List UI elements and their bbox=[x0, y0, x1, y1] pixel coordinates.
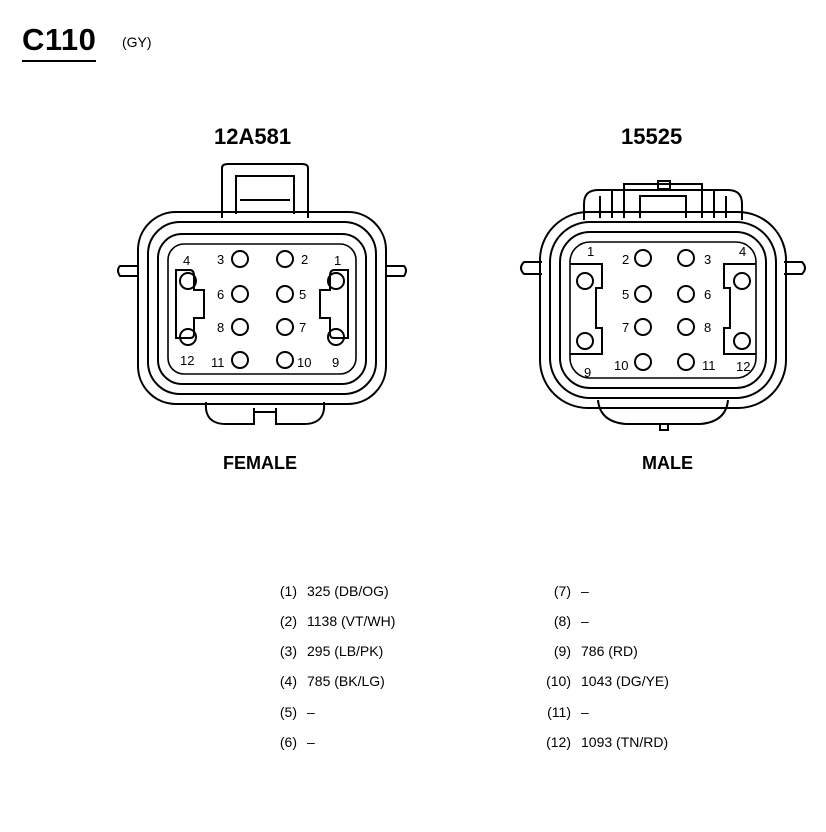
female-pin-label: 4 bbox=[183, 253, 190, 268]
pinout-circuit: – bbox=[307, 704, 315, 720]
female-pin-label: 1 bbox=[334, 253, 341, 268]
female-label: FEMALE bbox=[223, 453, 297, 473]
male-pin-label: 2 bbox=[622, 252, 629, 267]
pinout-pin: (12) bbox=[546, 734, 571, 750]
pinout-pin: (5) bbox=[279, 704, 297, 720]
pinout-pin: (3) bbox=[279, 643, 297, 659]
male-pin-holes bbox=[576, 249, 751, 371]
male-pin-label: 7 bbox=[622, 320, 629, 335]
female-pin-label: 8 bbox=[217, 320, 224, 335]
pinout-row: (12) 1093 (TN/RD) bbox=[546, 732, 669, 752]
pinout-circuit: 786 (RD) bbox=[581, 643, 638, 659]
pinout-circuit: 295 (LB/PK) bbox=[307, 643, 384, 659]
female-pin-label: 3 bbox=[217, 252, 224, 267]
pinout-pin: (9) bbox=[553, 643, 571, 659]
pinout-row: (8) – bbox=[554, 611, 589, 631]
pinout-circuit: 785 (BK/LG) bbox=[307, 673, 385, 689]
pinout-circuit: – bbox=[307, 734, 315, 750]
female-part-number: 12A581 bbox=[214, 124, 292, 149]
male-outer-shell bbox=[539, 211, 787, 409]
female-pin-label: 9 bbox=[332, 355, 339, 370]
female-pin-label: 5 bbox=[299, 287, 306, 302]
pinout-row: (6) – bbox=[280, 732, 315, 752]
pinout-row: (5) – bbox=[280, 702, 315, 722]
pinout-row: (3) 295 (LB/PK) bbox=[280, 641, 384, 661]
pinout-pin: (7) bbox=[553, 583, 571, 599]
female-pin-label: 12 bbox=[180, 353, 194, 368]
male-part-number: 15525 bbox=[621, 124, 683, 149]
pinout-row: (1) 325 (DB/OG) bbox=[280, 581, 389, 601]
female-top-latch bbox=[221, 163, 309, 218]
pinout-row: (2) 1138 (VT/WH) bbox=[280, 611, 396, 631]
pinout-pin: (11) bbox=[547, 704, 571, 720]
male-pin-label: 9 bbox=[584, 365, 591, 380]
pinout-circuit: – bbox=[581, 583, 589, 599]
pinout-pin: (2) bbox=[279, 613, 297, 629]
connector-id: C110 bbox=[22, 22, 97, 62]
female-pin-label: 11 bbox=[211, 355, 225, 370]
male-pin-label: 1 bbox=[587, 244, 594, 259]
female-pin-holes bbox=[179, 250, 345, 369]
pinout-row: (9) 786 (RD) bbox=[554, 641, 638, 661]
male-pin-label: 11 bbox=[702, 358, 716, 373]
pinout-row: (11) – bbox=[547, 702, 589, 722]
pinout-circuit: 1093 (TN/RD) bbox=[581, 734, 669, 750]
female-pin-label: 6 bbox=[217, 287, 224, 302]
pinout-row: (7) – bbox=[554, 581, 589, 601]
pinout-pin: (1) bbox=[279, 583, 297, 599]
pinout-pin: (8) bbox=[553, 613, 571, 629]
male-pin-label: 4 bbox=[739, 244, 746, 259]
pinout-pin: (10) bbox=[546, 673, 571, 689]
male-top-latch bbox=[583, 189, 743, 220]
connector-color-code: (GY) bbox=[122, 34, 152, 50]
male-pin-label: 12 bbox=[736, 359, 750, 374]
male-pin-label: 10 bbox=[614, 358, 628, 373]
female-pin-label: 10 bbox=[297, 355, 311, 370]
male-pin-label: 5 bbox=[622, 287, 629, 302]
female-pin-label: 2 bbox=[301, 252, 308, 267]
pinout-pin: (4) bbox=[279, 673, 297, 689]
pinout-circuit: – bbox=[581, 704, 589, 720]
male-pin-label: 6 bbox=[704, 287, 711, 302]
pinout-circuit: 325 (DB/OG) bbox=[307, 583, 389, 599]
male-label: MALE bbox=[642, 453, 693, 473]
pinout-pin: (6) bbox=[279, 734, 297, 750]
male-pin-label: 3 bbox=[704, 252, 711, 267]
male-pin-label: 8 bbox=[704, 320, 711, 335]
pinout-circuit: 1138 (VT/WH) bbox=[307, 613, 396, 629]
pinout-row: (10) 1043 (DG/YE) bbox=[546, 671, 669, 691]
pinout-circuit: 1043 (DG/YE) bbox=[581, 673, 669, 689]
female-outer-shell bbox=[137, 211, 387, 405]
pinout-row: (4) 785 (BK/LG) bbox=[280, 671, 385, 691]
female-pin-label: 7 bbox=[299, 320, 306, 335]
pinout-circuit: – bbox=[581, 613, 589, 629]
